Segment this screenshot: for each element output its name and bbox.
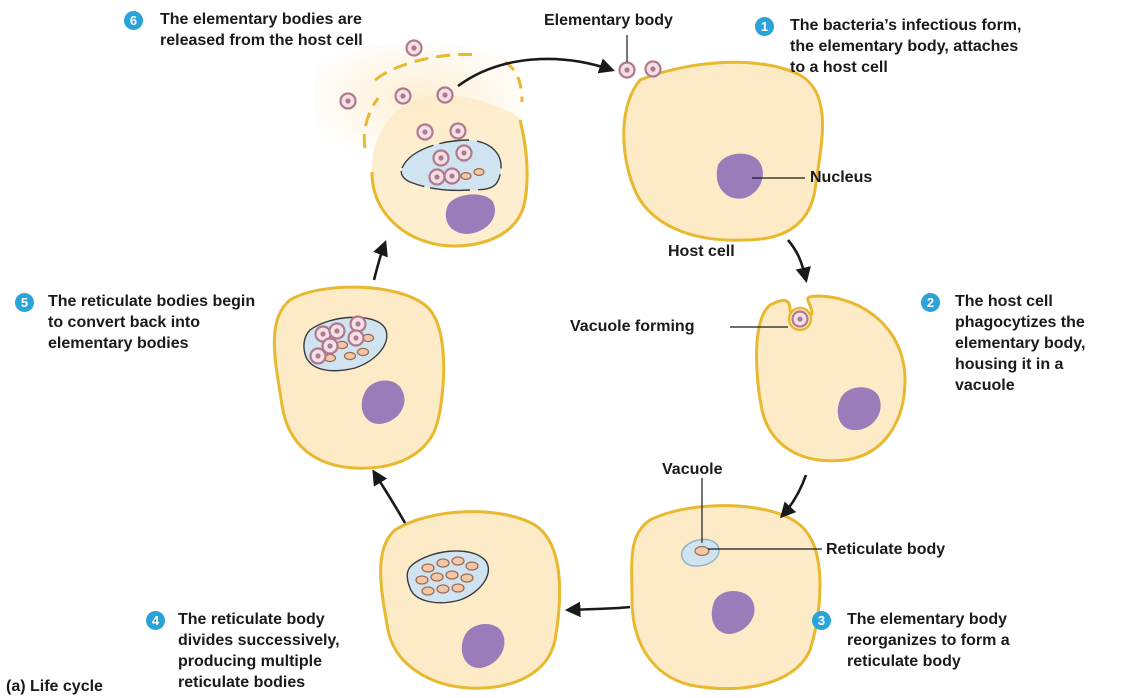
arrow-3-to-4: [568, 607, 630, 610]
step-2-text: The host cell phagocytizes the elementar…: [955, 291, 1120, 396]
step-3-badge: 3: [812, 611, 831, 630]
reticulate-body: [695, 547, 709, 556]
label-reticulate-body: Reticulate body: [826, 540, 945, 560]
step-2-badge: 2: [921, 293, 940, 312]
label-elementary-body: Elementary body: [544, 11, 673, 31]
label-host-cell: Host cell: [668, 242, 735, 262]
label-nucleus: Nucleus: [810, 168, 872, 188]
arrow-5-to-6: [374, 243, 385, 280]
step-4-text: The reticulate body divides successively…: [178, 609, 378, 693]
host-cell-2: [730, 296, 905, 461]
step-1-text: The bacteria’s infectious form, the elem…: [790, 15, 1035, 78]
host-cell-3: [632, 478, 822, 689]
host-cell-4: [381, 512, 560, 689]
step-3-text: The elementary body reorganizes to form …: [847, 609, 1057, 672]
step-4-badge: 4: [146, 611, 165, 630]
arrow-4-to-5: [374, 472, 405, 523]
elementary-body-attaching: [646, 62, 661, 77]
elementary-body-attaching: [620, 63, 635, 78]
step-6-badge: 6: [124, 11, 143, 30]
step-1-badge: 1: [755, 17, 774, 36]
step-5-text: The reticulate bodies begin to convert b…: [48, 291, 263, 354]
label-vacuole-forming: Vacuole forming: [570, 317, 694, 337]
host-cell-5: [274, 287, 443, 468]
arrow-1-to-2: [788, 240, 806, 280]
arrow-2-to-3: [782, 475, 806, 516]
label-vacuole: Vacuole: [662, 460, 722, 480]
step-6-text: The elementary bodies are released from …: [160, 9, 390, 51]
host-cell-6: [315, 44, 527, 246]
elementary-body-engulfed: [793, 312, 808, 327]
figure-caption: (a) Life cycle: [6, 677, 103, 697]
step-5-badge: 5: [15, 293, 34, 312]
